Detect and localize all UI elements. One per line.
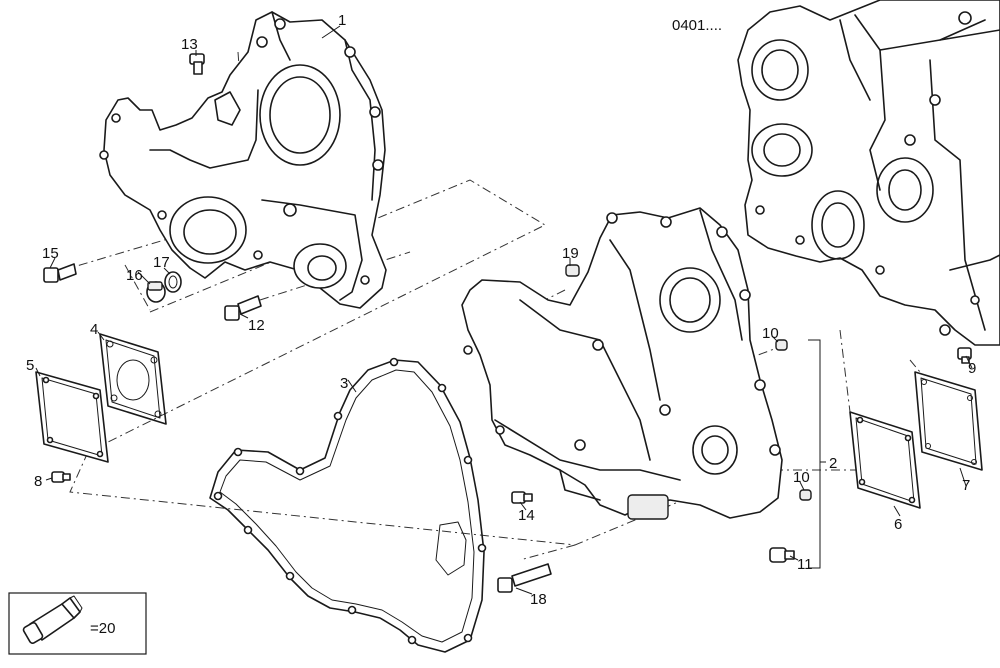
part-label: 1: [338, 12, 346, 29]
plug-16: [146, 281, 166, 303]
screw-13: [189, 53, 205, 75]
part-label: 10: [793, 469, 810, 486]
part-label: 17: [153, 254, 170, 271]
part-label: 12: [248, 317, 265, 334]
part-label: 11: [797, 556, 813, 573]
part-label: 8: [34, 473, 42, 490]
part-label: 16: [126, 267, 143, 284]
plug-10-upper: [775, 339, 788, 351]
part-label: 7: [962, 477, 970, 494]
leader-lines: [35, 25, 973, 595]
plug-11: [769, 547, 795, 563]
bracket-part-2: [808, 339, 821, 569]
upper-timing-cover: [99, 11, 387, 309]
plug-19: [565, 264, 580, 277]
part-label: 18: [530, 591, 547, 608]
plug-10-lower: [799, 489, 812, 501]
reference-code: 0401....: [672, 17, 722, 34]
part-labels: 1 2 3 4 5 6 7 8 9 10 10 11 12 13 14 15 1…: [26, 12, 976, 608]
screw-9: [957, 347, 972, 364]
left-plate-gasket: [99, 333, 167, 425]
right-plate-gasket: [914, 371, 983, 471]
part-label: 6: [894, 516, 902, 533]
screw-14: [511, 491, 533, 504]
screw-15: [43, 263, 77, 283]
part-label: 15: [42, 245, 59, 262]
part-label: 13: [181, 36, 198, 53]
right-cover-plate: [849, 411, 921, 509]
part-label: 5: [26, 357, 34, 374]
seal-17: [164, 271, 182, 293]
part-label: 3: [340, 375, 348, 392]
screw-8: [51, 471, 71, 483]
screw-18: [497, 563, 552, 593]
legend-box: =20: [8, 592, 147, 655]
rear-cover-housing: [461, 207, 783, 520]
part-label: 14: [518, 507, 535, 524]
engine-block: [737, 0, 1000, 346]
legend-label: =20: [90, 620, 115, 637]
part-label: 9: [968, 360, 976, 377]
screw-12: [224, 295, 262, 321]
left-cover-plate: [35, 371, 109, 463]
cover-gasket: [209, 357, 487, 653]
part-label: 4: [90, 321, 98, 338]
part-label: 2: [829, 455, 837, 472]
part-label: 19: [562, 245, 579, 262]
sealant-tube-icon: [22, 595, 83, 644]
part-label: 10: [762, 325, 779, 342]
